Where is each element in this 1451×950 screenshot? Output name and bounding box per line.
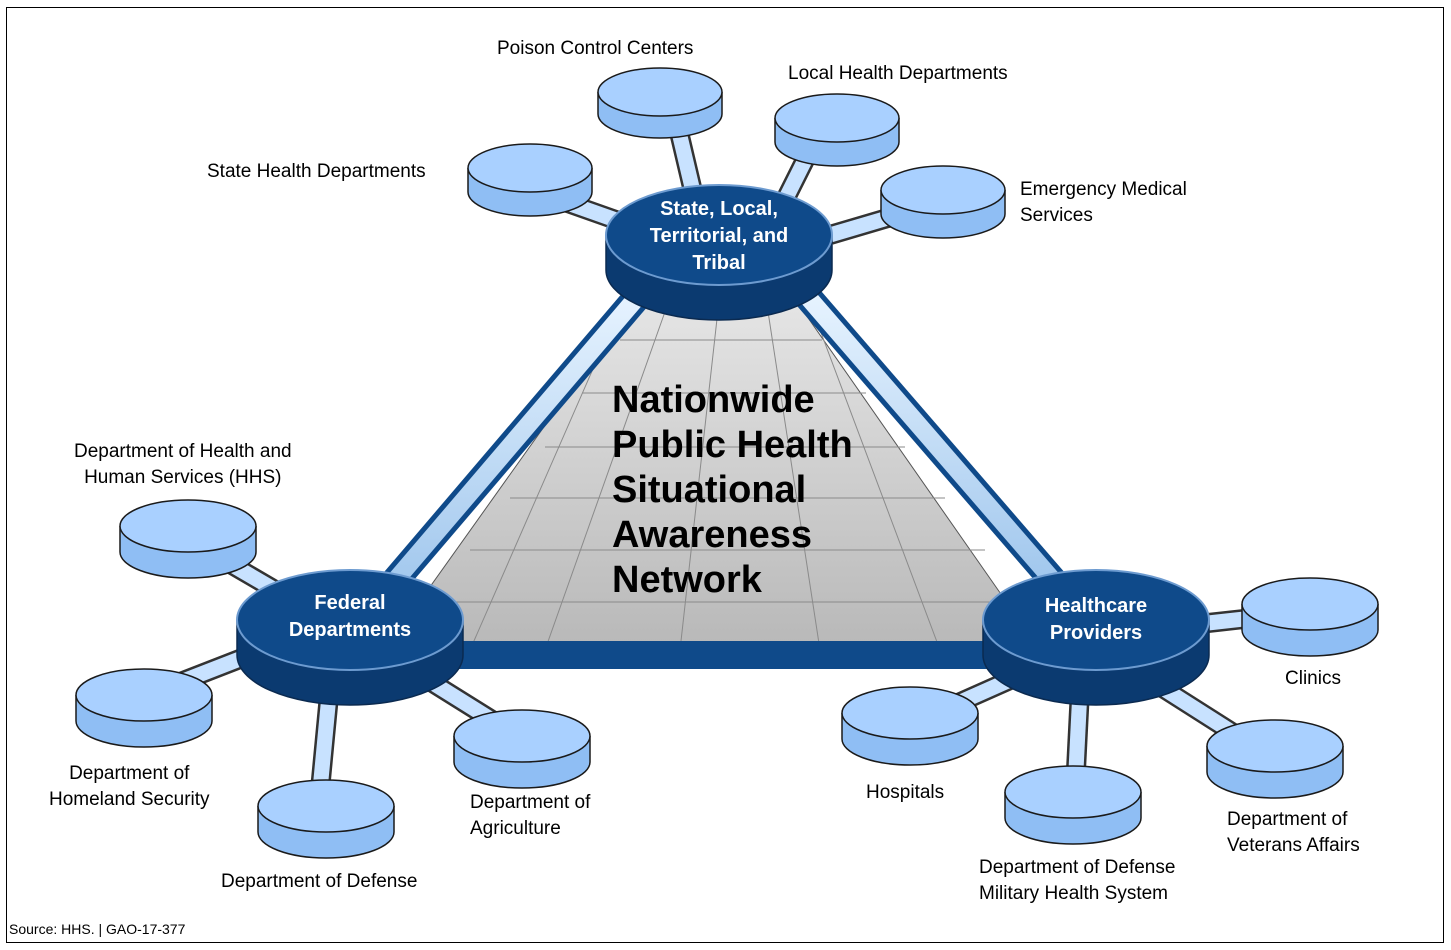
label-va: Department of Veterans Affairs: [1227, 809, 1360, 856]
node-ems-disk: [880, 165, 1006, 239]
label-ems: Emergency Medical Services: [1020, 179, 1187, 226]
label-poison-control: Poison Control Centers: [497, 38, 694, 59]
hub-label-federal: Federal Departments: [288, 592, 412, 641]
source-note: Source: HHS. | GAO-17-377: [9, 921, 186, 937]
network-title: Nationwide Public Health Situational Awa…: [612, 379, 853, 601]
label-hospitals: Hospitals: [866, 782, 945, 803]
label-state-health: State Health Departments: [207, 161, 426, 182]
node-dod-mhs-disk: [1004, 765, 1142, 845]
node-va-disk: [1206, 719, 1344, 799]
label-clinics: Clinics: [1285, 668, 1341, 689]
node-hhs-disk: [119, 499, 257, 579]
label-dod: Department of Defense: [221, 871, 418, 892]
triangle-grid: [435, 291, 1020, 651]
main-connectors: [359, 278, 1081, 669]
hub-healthcare-disk: [982, 569, 1210, 706]
node-poison-disk: [597, 67, 723, 139]
node-dhs-disk: [75, 668, 213, 748]
hub-state-disk: [605, 184, 833, 321]
node-clinics-disk: [1241, 577, 1379, 657]
label-agriculture: Department of Agriculture: [470, 792, 591, 839]
figure-border: [6, 7, 1444, 943]
label-hhs: Department of Health and Human Services …: [74, 441, 292, 488]
hub-label-healthcare: Healthcare Providers: [1044, 595, 1148, 644]
label-local-health: Local Health Departments: [788, 63, 1008, 84]
node-agriculture-disk: [453, 709, 591, 789]
node-hospitals-disk: [841, 686, 979, 766]
label-dod-mhs: Department of Defense Military Health Sy…: [979, 857, 1176, 904]
node-state-health-disk: [467, 143, 593, 217]
hub-label-state: State, Local, Territorial, and Tribal: [649, 198, 789, 274]
node-dod-disk: [257, 779, 395, 859]
hub-federal-disk: [236, 569, 464, 706]
node-local-disk: [774, 93, 900, 167]
label-dhs: Department of Homeland Security: [49, 763, 210, 810]
